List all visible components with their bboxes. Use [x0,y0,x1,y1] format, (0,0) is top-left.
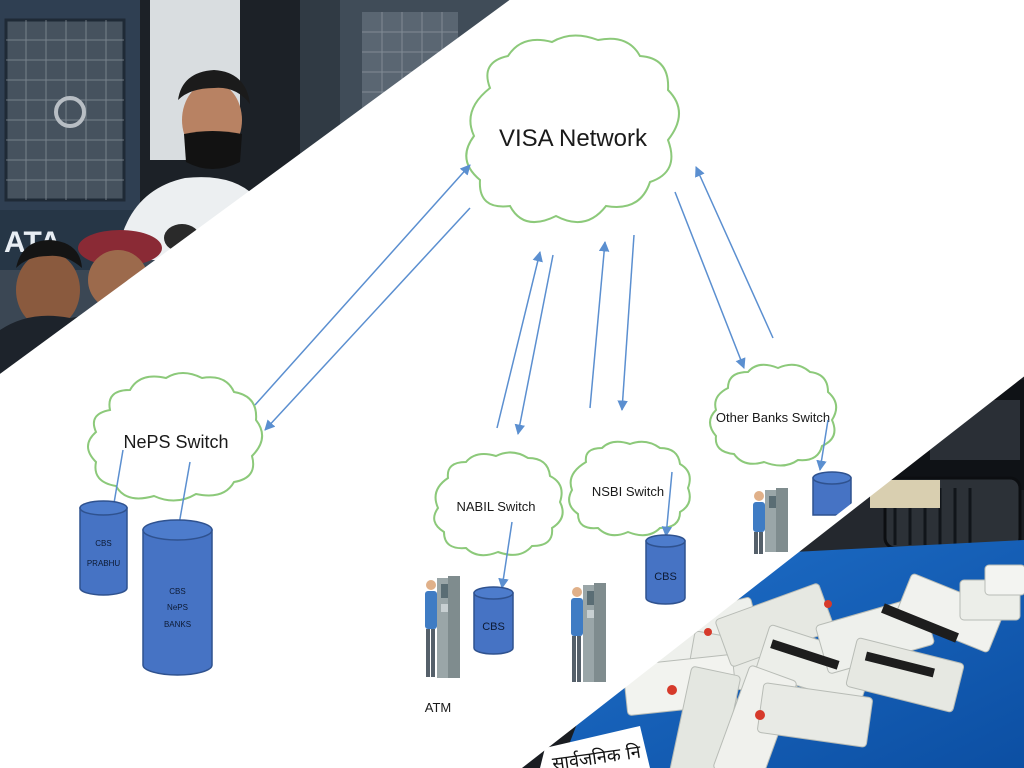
arrow-other-to-visa [695,166,774,339]
cbs-nsbi-label: CBS [654,571,677,583]
cbs-prabhu-line1: CBS [95,539,111,548]
connection-arrows [108,164,829,590]
network-diagram: VISA Network NePS Switch NABIL Switch NS… [79,34,852,715]
sign-paper [540,726,650,768]
cbs-neps-line2: NePS [167,603,188,612]
arrow-visa-to-other [674,191,746,369]
other-banks-switch-label: Other Banks Switch [716,410,830,425]
masked-man-hair [178,70,250,104]
nsbi-switch-cloud: NSBI Switch [568,440,691,537]
arrow-nabil-to-cbs [498,521,513,590]
atm-other-banks-icon [753,488,788,554]
arrow-neps-to-cbs-neps [174,461,191,532]
cbs-prabhu-cylinder: CBS PRABHU [79,500,128,596]
arrow-visa-to-neps [264,207,471,431]
officer-face [16,252,80,328]
nabil-switch-cloud: NABIL Switch [433,451,564,557]
atm-label: ATM [425,700,451,715]
atm-nsbi-icon [571,583,606,682]
arrow-neps-to-visa [254,164,471,406]
arrow-nsbi-to-cbs [661,471,673,538]
top-left-divider [0,0,520,382]
visa-network-label: VISA Network [499,125,648,152]
seized-card-pile [622,564,1024,768]
nabil-switch-label: NABIL Switch [457,499,536,514]
cbs-neps-banks-cylinder: CBS NePS BANKS [142,519,213,676]
arrow-nsbi-to-visa [589,240,610,409]
arrow-visa-to-nsbi [617,234,635,412]
face-mask [184,131,242,169]
cbs-nabil-label: CBS [482,621,505,633]
arrow-other-to-cbs [816,419,829,472]
bottom-right-divider [512,368,1024,768]
cbs-nsbi-cylinder: CBS [645,534,686,605]
other-banks-switch-cloud: Other Banks Switch [709,363,838,467]
neps-switch-cloud: NePS Switch [87,372,263,502]
cbs-neps-line1: CBS [169,587,185,596]
nsbi-switch-label: NSBI Switch [592,484,664,499]
cbs-nabil-cylinder: CBS [473,586,514,655]
arrow-visa-to-nabil [514,254,554,436]
atm-nabil-icon [425,576,460,678]
visa-network-cloud: VISA Network [465,34,680,224]
arrow-nabil-to-visa [496,250,543,429]
cbs-neps-line3: BANKS [164,620,191,629]
cbs-prabhu-line2: PRABHU [87,559,121,568]
neps-switch-label: NePS Switch [123,432,228,452]
cbs-other-banks-cylinder [812,471,852,516]
